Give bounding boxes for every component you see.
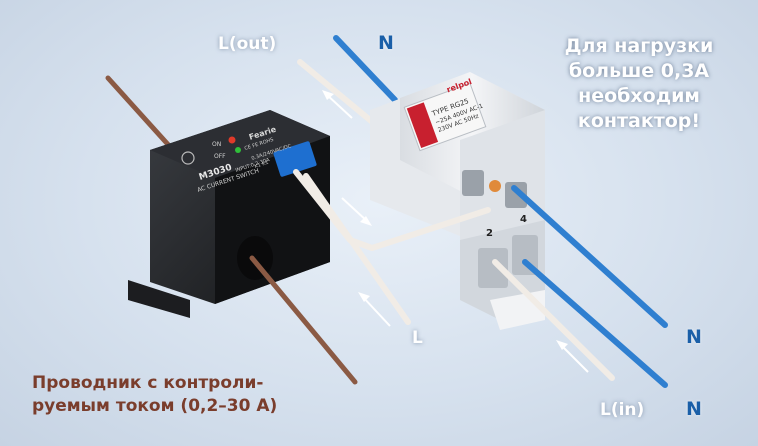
phase-wire-l	[303, 173, 411, 325]
label-n-top: N	[378, 32, 394, 54]
arrow-out	[322, 90, 353, 119]
label-l-mid: L	[412, 328, 423, 348]
contactor-terminal-4: 4	[520, 214, 527, 225]
neutral-wire-top	[333, 35, 398, 103]
label-l-in: L(in)	[600, 400, 645, 420]
phase-wire-in	[492, 259, 615, 381]
label-n-mid: N	[686, 326, 702, 348]
label-l-out: L(out)	[218, 34, 277, 54]
warning-note: Для нагрузки больше 0,3А необходим конта…	[564, 35, 714, 132]
phase-wire-out	[297, 59, 385, 133]
arrow-in	[556, 340, 589, 373]
neutral-wire-out	[511, 185, 668, 328]
arrow-link	[341, 197, 372, 226]
arrow-l	[358, 292, 391, 327]
current-switch: Fearie M3030 AC CURRENT SWITCH INPUT:0.2…	[128, 110, 330, 318]
neutral-wire-in	[522, 259, 668, 388]
wire-caption: Проводник с контроли- руемым током (0,2–…	[32, 373, 278, 416]
contactor-terminal-2: 2	[486, 228, 493, 239]
contactor: TYPE RG25 ~25A 400V AC-1 230V AC 50Hz re…	[370, 72, 545, 330]
switch-on: ON	[212, 141, 221, 148]
phase-wire-link	[293, 169, 491, 251]
switch-terminals: K1 K1	[254, 160, 270, 170]
switch-off: OFF	[214, 153, 226, 160]
monitored-wire-front	[249, 255, 358, 385]
label-n-bottom: N	[686, 398, 702, 420]
